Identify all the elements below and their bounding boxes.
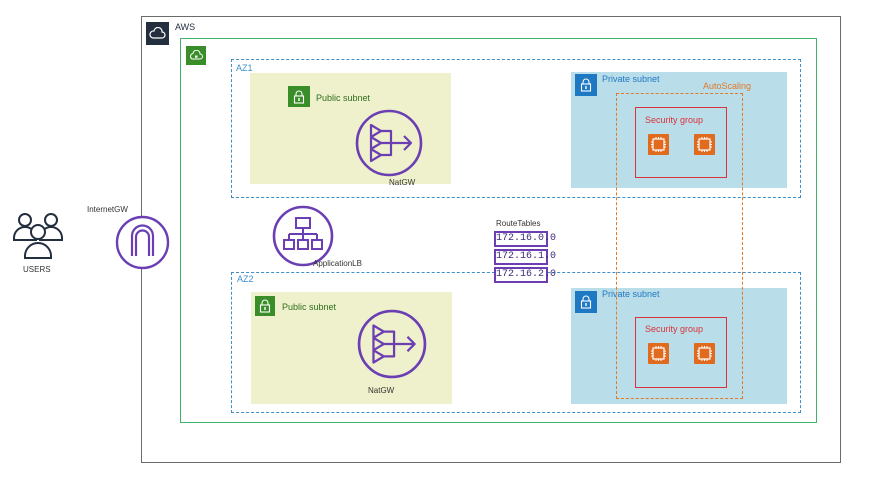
ec2-instance-icon bbox=[648, 343, 669, 364]
internet-gateway-icon bbox=[115, 215, 170, 270]
route-tables-title: RouteTables bbox=[496, 219, 541, 228]
lock-icon bbox=[255, 296, 275, 316]
load-balancer-label: ApplicationLB bbox=[313, 259, 362, 268]
ec2-instance-icon bbox=[694, 134, 715, 155]
az2-label: AZ2 bbox=[237, 274, 254, 284]
lock-icon bbox=[288, 86, 310, 107]
aws-cloud-label: AWS bbox=[175, 22, 196, 32]
az1-private-subnet bbox=[571, 72, 787, 188]
vpc-icon bbox=[186, 46, 206, 65]
internet-gateway-label: InternetGW bbox=[87, 205, 128, 214]
az2-nat-gateway-label: NatGW bbox=[368, 386, 395, 395]
az1-public-subnet-label: Public subnet bbox=[316, 93, 371, 103]
lock-icon bbox=[575, 74, 597, 96]
availability-zone-1 bbox=[231, 59, 801, 198]
route-table-entry: 172.16.0.0 bbox=[494, 231, 556, 247]
az2-public-subnet-label: Public subnet bbox=[282, 302, 337, 312]
load-balancer-icon bbox=[272, 205, 334, 267]
autoscaling-label: AutoScaling bbox=[703, 81, 752, 91]
az2-public-subnet bbox=[251, 292, 452, 404]
users-label: USERS bbox=[23, 265, 51, 274]
users-icon bbox=[13, 213, 63, 259]
aws-cloud-icon bbox=[146, 22, 169, 45]
nat-gateway-icon bbox=[357, 309, 427, 379]
az2-security-group bbox=[635, 317, 727, 388]
nat-gateway-icon bbox=[355, 109, 423, 177]
az2-private-subnet-label: Private subnet bbox=[602, 289, 660, 299]
ec2-instance-icon bbox=[648, 134, 669, 155]
route-table-entry: 172.16.1.0 bbox=[494, 249, 556, 265]
lock-icon bbox=[575, 291, 597, 313]
az2-private-subnet bbox=[571, 288, 787, 404]
autoscaling-group bbox=[616, 93, 743, 399]
vpc-group bbox=[180, 38, 817, 423]
az1-nat-gateway-label: NatGW bbox=[389, 178, 416, 187]
az1-label: AZ1 bbox=[236, 63, 253, 73]
ec2-instance-icon bbox=[694, 343, 715, 364]
route-table-entry: 172.16.2.0 bbox=[494, 267, 556, 283]
az1-security-group-label: Security group bbox=[645, 115, 704, 125]
az1-security-group bbox=[635, 107, 727, 178]
az2-security-group-label: Security group bbox=[645, 324, 704, 334]
az1-private-subnet-label: Private subnet bbox=[602, 74, 660, 84]
